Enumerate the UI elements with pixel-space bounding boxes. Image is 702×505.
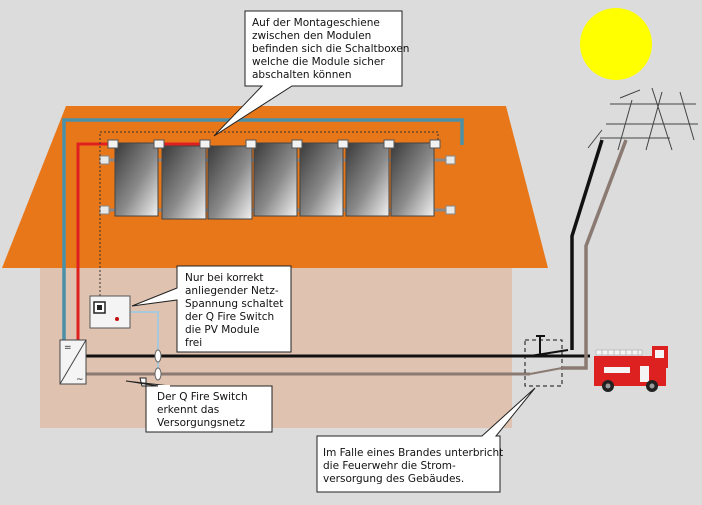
solar-panel xyxy=(161,145,207,220)
fire-truck-ladder xyxy=(595,349,643,356)
svg-text:versorgung des Gebäudes.: versorgung des Gebäudes. xyxy=(323,473,464,485)
switch-box xyxy=(291,139,303,149)
svg-text:befinden sich die Schaltboxen: befinden sich die Schaltboxen xyxy=(252,43,409,55)
solar-panel xyxy=(299,142,344,217)
inverter: = ~ xyxy=(59,339,87,385)
grid-feed-dark xyxy=(570,139,604,350)
svg-text:Auf der Montageschiene: Auf der Montageschiene xyxy=(252,17,380,29)
disconnect-switch-lower xyxy=(529,367,563,375)
svg-text:frei: frei xyxy=(185,337,202,349)
callout-line: befinden sich die Schaltboxen xyxy=(252,43,409,55)
inverter-dc-symbol: = xyxy=(64,343,72,353)
callout-line: versorgung des Gebäudes. xyxy=(323,473,464,485)
dc-plus-cable xyxy=(76,142,110,342)
disconnect-switch xyxy=(529,335,569,357)
callout-line: frei xyxy=(185,337,202,349)
sun xyxy=(580,8,652,80)
switch-box xyxy=(107,139,119,149)
current-sensor xyxy=(154,349,162,363)
callout-line: Der Q Fire Switch xyxy=(157,391,248,403)
svg-text:anliegender Netz-: anliegender Netz- xyxy=(185,285,279,297)
callout-versorgungsnetz: Der Q Fire Switch erkennt das Versorgung… xyxy=(125,377,273,433)
solar-panel xyxy=(253,142,298,217)
svg-text:die PV Module: die PV Module xyxy=(185,324,259,336)
callout-schaltboxen: Auf der Montageschiene zwischen den Modu… xyxy=(213,10,409,137)
switch-box xyxy=(153,139,165,149)
svg-text:welche die Module sicher: welche die Module sicher xyxy=(252,56,385,68)
svg-text:erkennt das: erkennt das xyxy=(157,404,219,416)
switch-box xyxy=(245,139,257,149)
switch-box xyxy=(383,139,395,149)
callout-line: zwischen den Modulen xyxy=(252,30,371,42)
callout-line: der Q Fire Switch xyxy=(185,311,274,323)
grid-feed-brown xyxy=(562,139,628,370)
svg-text:Spannung schaltet: Spannung schaltet xyxy=(185,298,283,310)
solar-panel xyxy=(345,142,390,217)
callout-line: Auf der Montageschiene xyxy=(252,17,380,29)
callout-line: die PV Module xyxy=(185,324,259,336)
svg-text:Versorgungsnetz: Versorgungsnetz xyxy=(157,417,246,429)
rail-ends xyxy=(99,155,456,215)
callout-line: Nur bei korrekt xyxy=(185,272,264,284)
callout-feuerwehr: Im Falle eines Brandes unterbricht die F… xyxy=(316,387,536,493)
svg-text:die Feuerwehr die Strom-: die Feuerwehr die Strom- xyxy=(323,460,456,472)
q-fire-switch-device xyxy=(89,295,131,329)
callout-line: anliegender Netz- xyxy=(185,285,279,297)
callout-line: Im Falle eines Brandes unterbricht xyxy=(323,447,503,459)
power-pylon xyxy=(587,87,698,151)
callout-line: Versorgungsnetz xyxy=(157,417,246,429)
svg-text:zwischen den Modulen: zwischen den Modulen xyxy=(252,30,371,42)
switch-box xyxy=(199,139,211,149)
inverter-ac-symbol: ~ xyxy=(76,375,84,385)
dc-minus-cable xyxy=(62,118,464,342)
callout-line: die Feuerwehr die Strom- xyxy=(323,460,456,472)
callout-line: abschalten können xyxy=(252,69,351,81)
solar-panel xyxy=(207,145,253,220)
callout-line: welche die Module sicher xyxy=(252,56,385,68)
signal-line-dotted xyxy=(99,131,439,296)
callout-netzspannung: Nur bei korrekt anliegender Netz- Spannu… xyxy=(131,265,292,353)
status-led xyxy=(115,317,119,321)
current-sensor xyxy=(154,367,162,381)
callout-line: erkennt das xyxy=(157,404,219,416)
solar-panels xyxy=(114,142,435,220)
svg-text:Im Falle eines Brandes unterbr: Im Falle eines Brandes unterbricht xyxy=(323,447,503,459)
disconnect-box xyxy=(524,339,563,387)
solar-panel xyxy=(114,142,159,217)
callout-line: Spannung schaltet xyxy=(185,298,283,310)
switch-boxes xyxy=(107,139,441,149)
switch-box xyxy=(429,139,441,149)
svg-text:Nur bei korrekt: Nur bei korrekt xyxy=(185,272,264,284)
svg-text:der Q Fire Switch: der Q Fire Switch xyxy=(185,311,274,323)
switch-box xyxy=(337,139,349,149)
svg-text:Der Q Fire Switch: Der Q Fire Switch xyxy=(157,391,248,403)
svg-text:abschalten können: abschalten können xyxy=(252,69,351,81)
solar-panel xyxy=(390,142,435,217)
fire-truck xyxy=(594,346,668,392)
